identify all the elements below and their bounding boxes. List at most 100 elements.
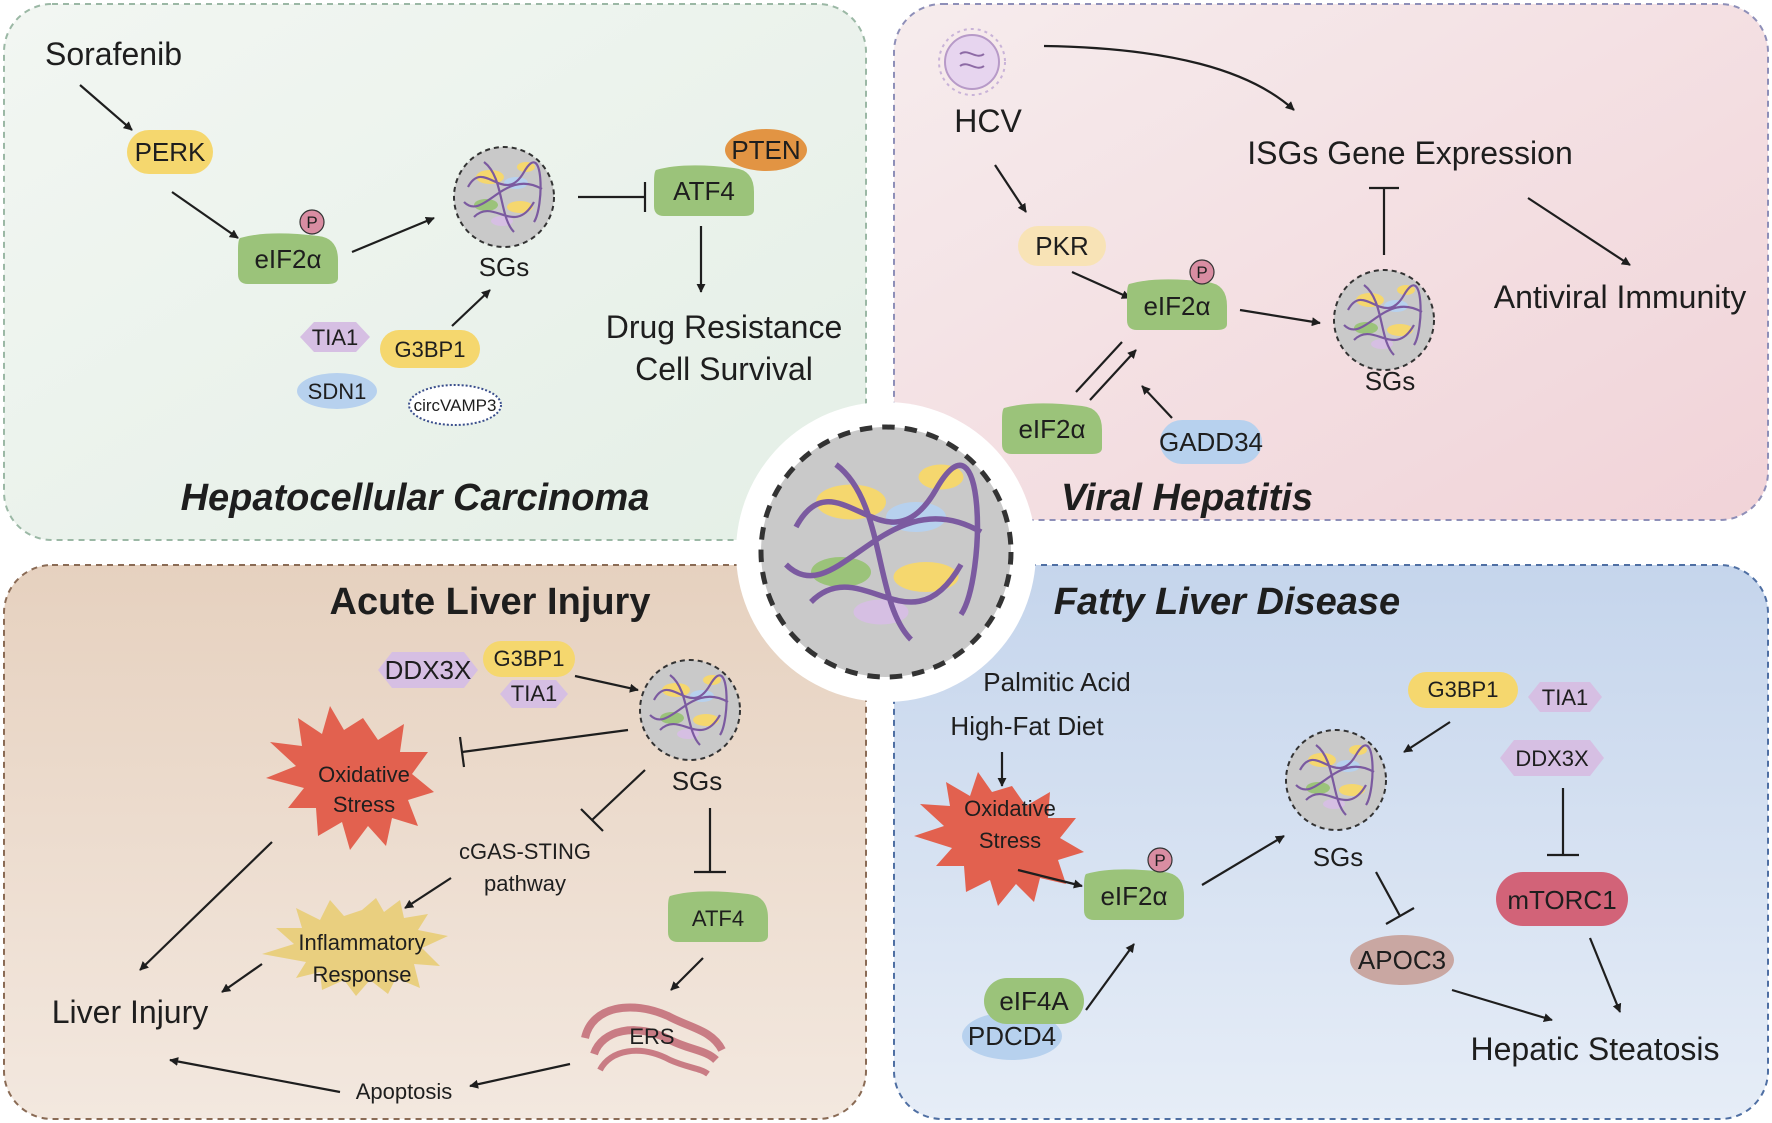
arrow-mtorc1-steatosis <box>1588 937 1622 1013</box>
arrow-hcv-pkr <box>994 164 1027 213</box>
isgs-label: ISGs Gene Expression <box>1247 135 1572 171</box>
atf4-label-hcc: ATF4 <box>673 176 735 206</box>
g3bp1-label-ali: G3BP1 <box>494 646 565 671</box>
eif2a-p-label-vh: eIF2α <box>1143 291 1210 321</box>
tia1-node-hcc <box>300 322 370 352</box>
sgs-label-vh: SGs <box>1365 366 1416 396</box>
arrow-apoc3-steatosis <box>1451 988 1553 1022</box>
apoc3-node <box>1350 935 1454 985</box>
title-fatty-liver: Fatty Liver Disease <box>1054 581 1400 623</box>
ers-icon <box>581 1003 726 1077</box>
tia1-node-ali <box>500 680 568 708</box>
mtorc1-node <box>1496 872 1628 926</box>
inflammatory-burst <box>262 898 448 996</box>
sdn1-node <box>297 373 377 409</box>
phospho-label-vh: P <box>1196 263 1207 282</box>
inflammatory-label2: Response <box>312 962 411 987</box>
inflammatory-label1: Inflammatory <box>298 930 425 955</box>
arrow-inflammatory-liver-injury <box>221 963 263 993</box>
sgs-granule-hcc <box>452 145 556 249</box>
pkr-label: PKR <box>1035 231 1088 261</box>
arrow-eif2a-sgs-hcc <box>351 216 435 254</box>
ers-label: ERS <box>629 1024 674 1049</box>
equilibrium-line-2 <box>1089 349 1137 401</box>
oxidative-label2-ali: Stress <box>333 792 395 817</box>
cgas-label1: cGAS-STING <box>459 839 591 864</box>
oxidative-label1-ali: Oxidative <box>318 762 410 787</box>
ddx3x-node-ali <box>378 652 478 688</box>
arrow-hcv-isgs <box>1043 44 1295 111</box>
sgs-granule-fld <box>1284 728 1388 832</box>
oxidative-burst-fld <box>914 772 1084 906</box>
oxidative-label1-fld: Oxidative <box>964 796 1056 821</box>
arrow-oxidative-liver-injury <box>139 841 273 971</box>
arrow-oxidative-eif2a <box>1017 868 1083 889</box>
phospho-vh <box>1189 259 1215 285</box>
g3bp1-label-fld: G3BP1 <box>1428 677 1499 702</box>
arrow-sorafenib-perk <box>79 84 133 131</box>
tia1-label-fld: TIA1 <box>1542 685 1588 710</box>
central-stress-granule <box>761 427 1011 677</box>
arrow-g3bp1-sgs-fld <box>1403 721 1451 753</box>
inhibit-sgs-cgas <box>591 769 646 821</box>
inhibit-bar-oxidative-ali <box>458 736 466 768</box>
title-acute-liver-injury: Acute Liver Injury <box>330 581 651 623</box>
sdn1-label: SDN1 <box>308 379 367 404</box>
apoptosis-label: Apoptosis <box>356 1079 453 1104</box>
arrow-pkr-eif2a <box>1071 270 1131 300</box>
antiviral-label: Antiviral Immunity <box>1494 279 1747 315</box>
apoc3-label: APOC3 <box>1358 945 1446 975</box>
arrow-cgas-inflammatory <box>404 877 452 909</box>
phospho-label-hcc: P <box>306 213 317 232</box>
circvamp3-node <box>408 384 502 426</box>
eif2a-label-hcc: eIF2α <box>254 244 321 274</box>
sgs-label-fld: SGs <box>1313 842 1364 872</box>
equilibrium-line-1 <box>1075 341 1123 393</box>
inhibit-bar-apoc3 <box>1385 907 1415 925</box>
pten-node <box>725 129 807 171</box>
g3bp1-node-fld <box>1408 672 1518 708</box>
arrow-apoptosis-liver-injury <box>169 1057 341 1094</box>
arrow-ers-apoptosis <box>469 1062 571 1089</box>
mtorc1-label: mTORC1 <box>1507 885 1616 915</box>
arrow-proteins-sgs-ali <box>574 674 639 693</box>
tia1-label-ali: TIA1 <box>511 681 557 706</box>
ddx3x-label-fld: DDX3X <box>1515 746 1589 771</box>
steatosis-label: Hepatic Steatosis <box>1470 1031 1719 1067</box>
tia1-node-fld <box>1528 682 1602 712</box>
inhibit-bar-cgas <box>580 808 604 832</box>
inhibit-sgs-apoc3 <box>1375 871 1401 917</box>
arrow-gadd34 <box>1141 385 1173 419</box>
g3bp1-label-hcc: G3BP1 <box>395 337 466 362</box>
atf4-label-ali: ATF4 <box>692 906 744 931</box>
inhibit-sgs-oxidative-ali <box>461 728 629 754</box>
arrow-isgs-antiviral <box>1527 197 1631 266</box>
g3bp1-node-hcc <box>380 330 480 368</box>
eif4a-node <box>984 978 1084 1024</box>
pdcd4-label: PDCD4 <box>968 1021 1056 1051</box>
arrow-eif2a-sgs-vh <box>1239 308 1321 327</box>
phospho-label-fld: P <box>1154 851 1165 870</box>
title-hcc: Hepatocellular Carcinoma <box>181 477 650 519</box>
palmitic-label: Palmitic Acid <box>983 667 1130 697</box>
panel-viral-hepatitis <box>893 3 1769 521</box>
panel-hcc <box>3 3 867 541</box>
eif2a-label-fld: eIF2α <box>1100 881 1167 911</box>
phospho-hcc <box>299 209 325 235</box>
ddx3x-node-fld <box>1500 740 1604 776</box>
sgs-granule-vh <box>1332 268 1436 372</box>
pkr-node <box>1018 226 1106 266</box>
hfd-label: High-Fat Diet <box>950 711 1104 741</box>
tia1-label-hcc: TIA1 <box>312 325 358 350</box>
oxidative-label2-fld: Stress <box>979 828 1041 853</box>
liver-injury-label: Liver Injury <box>52 994 209 1030</box>
oxidative-burst-ali <box>266 706 434 850</box>
ddx3x-label-ali: DDX3X <box>385 655 472 685</box>
phospho-fld <box>1147 847 1173 873</box>
gadd34-label: GADD34 <box>1159 427 1263 457</box>
circvamp3-label: circVAMP3 <box>414 396 497 415</box>
cell-survival-label: Cell Survival <box>635 351 813 387</box>
cgas-label2: pathway <box>484 871 566 896</box>
